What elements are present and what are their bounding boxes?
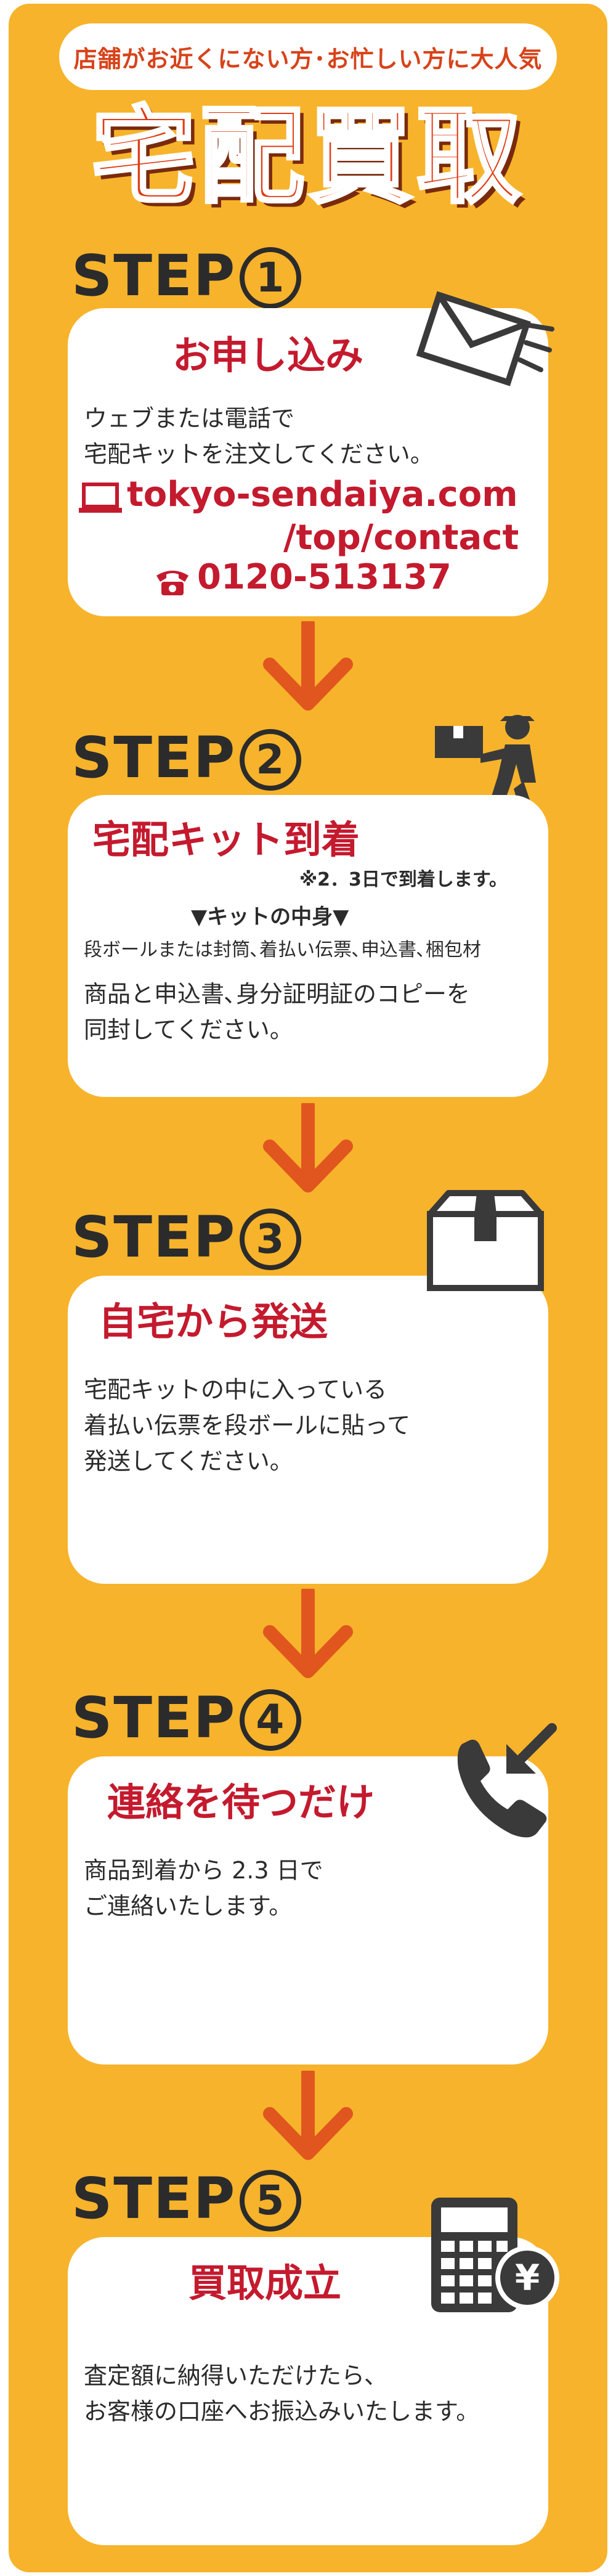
laptop-icon bbox=[79, 483, 122, 513]
step-4-title: 連絡を待つだけ bbox=[107, 1780, 375, 1825]
calculator-yen-icon: ¥ bbox=[431, 2198, 559, 2312]
step-1-title: お申し込み bbox=[172, 333, 364, 378]
step-4-word: STEP bbox=[71, 1685, 237, 1751]
phone-icon bbox=[156, 571, 188, 595]
step-2-note: ※2．3日で到着します。 bbox=[299, 869, 508, 891]
down-arrow-2 bbox=[263, 1103, 353, 1192]
step-2-line-2: 同封してください。 bbox=[84, 1016, 293, 1043]
page-title: 宅配買取 bbox=[89, 96, 525, 218]
step-4-line-1: 商品到着から 2.3 日で bbox=[84, 1857, 323, 1884]
step-2-contents-heading: ▼キットの中身▼ bbox=[191, 905, 349, 929]
step-2-line-1: 商品と申込書､身分証明証のコピーを bbox=[84, 980, 471, 1008]
box-icon bbox=[427, 1190, 544, 1291]
step-1-url-line-2[interactable]: /top/contact bbox=[283, 518, 519, 558]
step-1-line-1: ウェブまたは電話で bbox=[84, 405, 295, 432]
step-5-word: STEP bbox=[71, 2166, 237, 2232]
top-banner: 店舗がお近くにない方･お忙しい方に大人気 bbox=[59, 23, 557, 90]
step-3-word: STEP bbox=[71, 1204, 237, 1270]
step-1-url-line-1[interactable]: tokyo-sendaiya.com bbox=[127, 475, 518, 515]
step-3-title: 自宅から発送 bbox=[99, 1299, 328, 1344]
step-1-line-2: 宅配キットを注文してください。 bbox=[84, 441, 434, 468]
telephone-arrow-icon bbox=[457, 1723, 557, 1838]
step-3-line-1: 宅配キットの中に入っている bbox=[84, 1376, 387, 1403]
step-4-card: 連絡を待つだけ 商品到着から 2.3 日で ご連絡いたします。 bbox=[68, 1756, 548, 2064]
svg-text:¥: ¥ bbox=[515, 2257, 540, 2299]
step-1-phone[interactable]: 0120-513137 bbox=[197, 557, 452, 597]
step-2-word: STEP bbox=[71, 725, 237, 791]
step-2-number: 2 bbox=[240, 729, 302, 791]
step-4-number: 4 bbox=[240, 1689, 302, 1751]
down-arrow-4 bbox=[263, 2071, 353, 2160]
down-arrow-3 bbox=[263, 1589, 353, 1678]
step-2-contents: 段ボールまたは封筒､着払い伝票､申込書､梱包材 bbox=[84, 939, 481, 961]
step-3-number: 3 bbox=[240, 1209, 302, 1270]
step-3-line-3: 発送してください。 bbox=[84, 1448, 293, 1475]
banner-text: 店舗がお近くにない方･お忙しい方に大人気 bbox=[73, 45, 543, 73]
step-5-line-1: 査定額に納得いただけたら､ bbox=[84, 2362, 377, 2389]
down-arrow-1 bbox=[263, 621, 353, 711]
mail-icon bbox=[416, 291, 554, 386]
step-2-card: 宅配キット到着 ※2．3日で到着します。 ▼キットの中身▼ 段ボールまたは封筒､… bbox=[68, 795, 548, 1097]
step-1-number: 1 bbox=[240, 247, 302, 309]
step-2-title: 宅配キット到着 bbox=[92, 817, 360, 862]
step-1-word: STEP bbox=[71, 243, 237, 309]
step-3-line-2: 着払い伝票を段ボールに貼って bbox=[84, 1412, 411, 1439]
step-3-card: 自宅から発送 宅配キットの中に入っている 着払い伝票を段ボールに貼って 発送して… bbox=[68, 1276, 548, 1584]
step-5-number: 5 bbox=[240, 2170, 302, 2232]
step-4-line-2: ご連絡いたします。 bbox=[84, 1893, 293, 1920]
step-5-title: 買取成立 bbox=[188, 2260, 342, 2305]
step-5-line-2: お客様の口座へお振込みいたします。 bbox=[84, 2398, 480, 2425]
